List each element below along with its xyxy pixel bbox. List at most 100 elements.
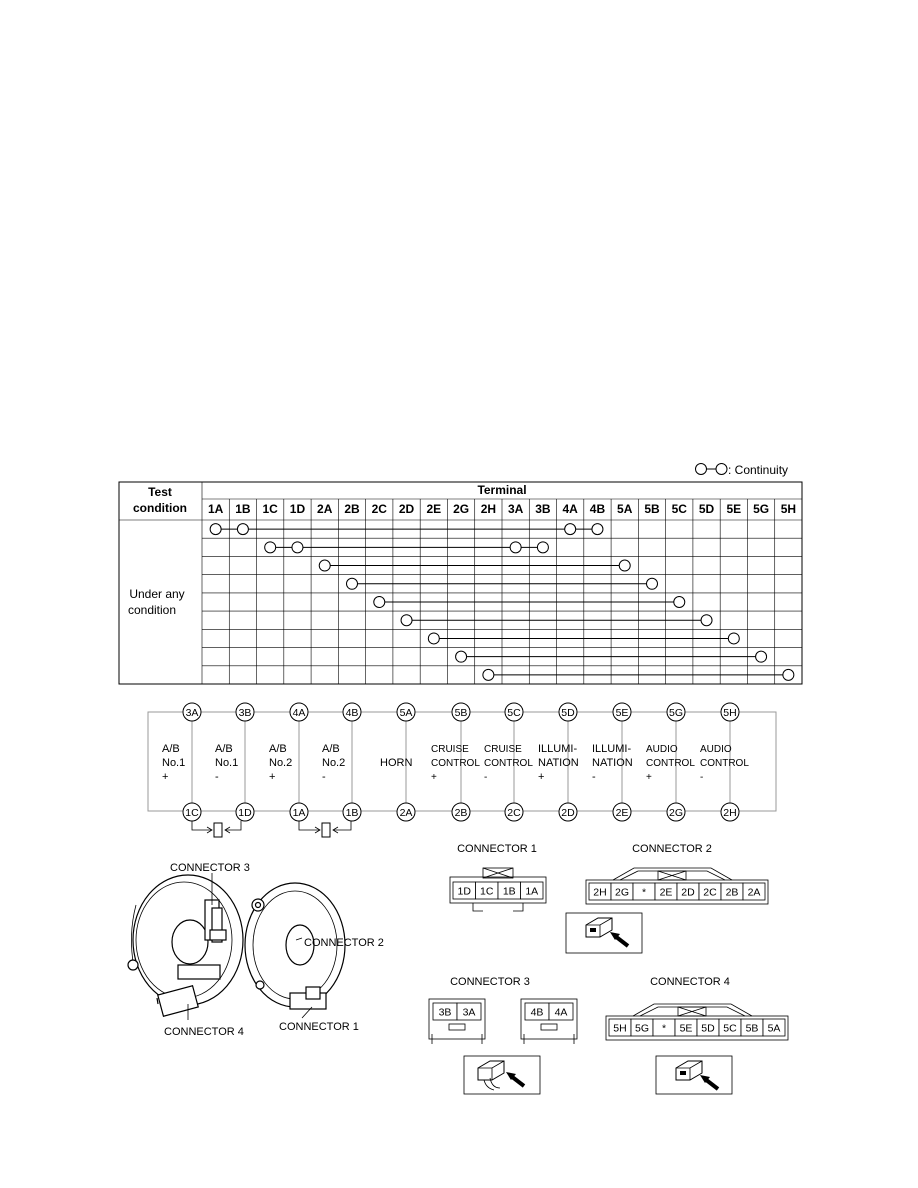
circuit-label: CONTROL — [484, 758, 533, 769]
circuit-label: No.1 — [215, 757, 238, 769]
pin-5D — [558, 702, 578, 722]
continuity-node-2B — [346, 577, 358, 590]
circuit-label: - — [322, 771, 326, 783]
spiral-cable-illustration — [127, 873, 346, 1020]
connector-pin-label: 1C — [480, 886, 494, 898]
continuity-node-2A — [318, 559, 331, 572]
pin-label: 1C — [185, 807, 199, 819]
pin-label: 5G — [669, 707, 683, 719]
continuity-row — [482, 668, 795, 681]
pin-3A — [182, 702, 202, 722]
pin-4A — [289, 702, 309, 722]
connector-pin-label: 2G — [615, 887, 629, 899]
connector-pin-label: 2A — [748, 887, 761, 899]
continuity-node-5C — [673, 596, 686, 608]
continuity-node-5A — [618, 559, 631, 572]
terminal-header: 2G — [453, 502, 469, 516]
continuity-node-3A — [509, 541, 522, 554]
continuity-node-4A — [564, 523, 577, 536]
circuit-label: CRUISE — [431, 744, 469, 755]
continuity-node-5H — [782, 668, 795, 681]
pin-label: 2H — [723, 807, 736, 819]
terminal-header: 2H — [481, 502, 496, 516]
pin-4B — [342, 702, 362, 722]
connector-pin-label: 5C — [723, 1023, 737, 1035]
connector-pin-label: 5H — [613, 1023, 626, 1035]
circuit-label: NATION — [538, 757, 579, 769]
pin-label: 2E — [616, 807, 629, 819]
pin-label: 1A — [293, 807, 306, 819]
circuit-label: AUDIO — [700, 744, 732, 755]
connector-pin-label: * — [662, 1023, 666, 1035]
connector-tab — [448, 1023, 466, 1031]
connector-pin-label: 5D — [701, 1023, 715, 1035]
connector-pin-label: 1B — [503, 886, 516, 898]
circuit-label: AUDIO — [646, 744, 678, 755]
pin-label: 4A — [293, 707, 306, 719]
terminal-header: 3B — [535, 502, 551, 516]
pin-label: 3B — [239, 707, 252, 719]
continuity-node-2C — [373, 596, 386, 608]
terminal-header: 2C — [372, 502, 388, 516]
circuit-label: + — [538, 771, 544, 783]
connector-2-view-arrow-icon — [585, 917, 630, 948]
pin-label: 2A — [400, 807, 413, 819]
pin-label: 1D — [238, 807, 252, 819]
pin-2G — [666, 802, 686, 822]
pin-label: 2C — [507, 807, 521, 819]
airbag-1-squib — [191, 821, 242, 838]
circuit-label: CONTROL — [700, 758, 749, 769]
circuit-label: - — [484, 772, 487, 783]
continuity-row — [318, 559, 631, 572]
pin-2D — [558, 802, 578, 822]
circuit-label: ILLUMI- — [592, 743, 631, 755]
circuit-label: No.1 — [162, 757, 185, 769]
circuit-label: HORN — [380, 757, 412, 769]
continuity-node-1B — [236, 523, 249, 536]
pin-2E — [612, 802, 632, 822]
continuity-node-5D — [700, 614, 713, 627]
terminal-header: 4A — [563, 502, 579, 516]
continuity-node-5B — [646, 577, 658, 590]
pin-2B — [451, 802, 471, 822]
connector-pin-label: 2H — [593, 887, 606, 899]
circuit-label: + — [162, 771, 168, 783]
terminal-header: 2E — [426, 502, 441, 516]
terminal-header: 5G — [753, 502, 769, 516]
pin-label: 2B — [455, 807, 468, 819]
pin-label: 3A — [186, 707, 199, 719]
terminal-header: 4B — [590, 502, 606, 516]
label-connector-2: CONNECTOR 2 — [304, 937, 384, 949]
header-terminal: Terminal — [477, 483, 526, 497]
connector-3-view-arrow-icon — [477, 1060, 526, 1091]
connector-3-title: CONNECTOR 3 — [450, 976, 530, 988]
continuity-row — [264, 541, 549, 554]
connector-pin-label: 3A — [463, 1007, 476, 1019]
circuit-label: - — [592, 771, 596, 783]
label-connector-1: CONNECTOR 1 — [279, 1021, 359, 1033]
continuity-node-2D — [400, 614, 413, 627]
continuity-table: Test condition Terminal Under any condit… — [118, 481, 803, 685]
circuit-label: No.2 — [322, 757, 345, 769]
continuity-row — [373, 596, 686, 608]
terminal-header: 5E — [726, 502, 741, 516]
terminal-header: 1B — [235, 502, 251, 516]
pin-5H — [720, 702, 740, 722]
terminal-header: 5H — [781, 502, 796, 516]
pin-label: 4B — [346, 707, 359, 719]
connector-pin-label: 5G — [635, 1023, 649, 1035]
continuity-node-5E — [727, 632, 740, 645]
pin-label: 5H — [723, 707, 736, 719]
pin-1B — [342, 802, 362, 822]
circuit-label: No.2 — [269, 757, 292, 769]
continuity-node-1C — [264, 541, 277, 554]
pin-label: 2G — [669, 807, 683, 819]
